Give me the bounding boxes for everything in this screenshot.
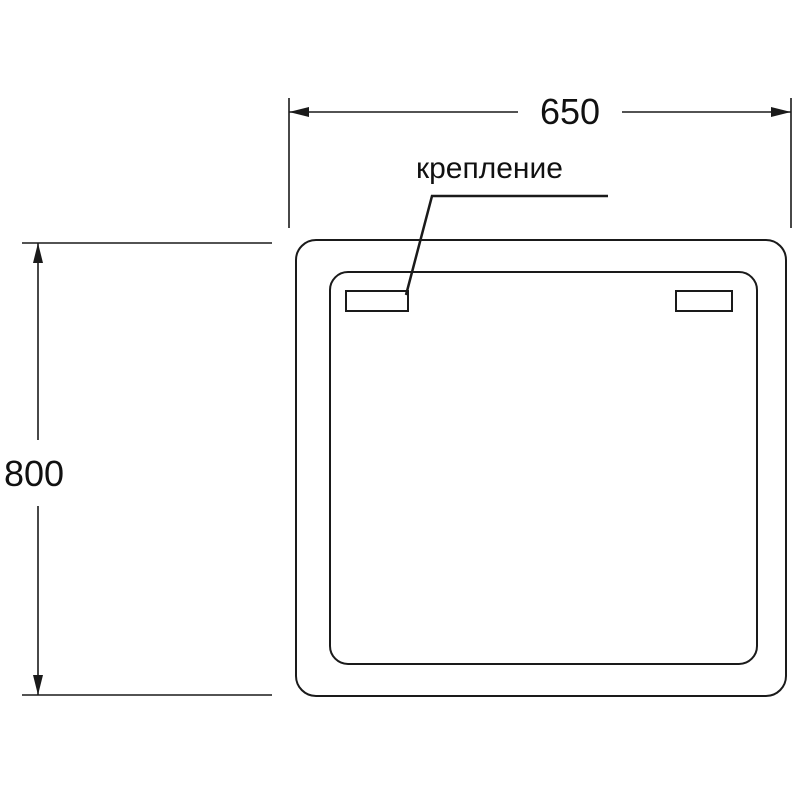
mirror-outer-frame (295, 239, 787, 697)
mounting-bracket-right (675, 290, 733, 312)
callout-label: крепление (416, 152, 563, 185)
width-dimension-value: 650 (540, 91, 600, 132)
mirror-inner-panel (329, 271, 758, 665)
height-dimension-value: 800 (4, 453, 64, 494)
mounting-bracket-left (345, 290, 409, 312)
callout-leader-line (404, 194, 608, 296)
